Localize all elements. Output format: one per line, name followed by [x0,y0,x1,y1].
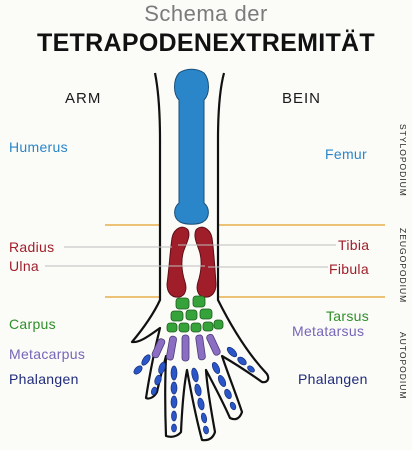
phalanx-bone [154,374,162,386]
ulna-label: Ulna [9,258,39,274]
carpal-bone [170,310,184,322]
metacarpus-label: Metacarpus [9,346,86,362]
ulna-fibula-bone [194,226,217,298]
phalanx-bone [194,383,202,397]
phalanx-bone [133,365,143,375]
carpal-bone [178,322,190,333]
phalanx-bone [211,362,221,374]
metacarpal-bone [206,333,221,356]
diagram-title: Schema der [144,1,268,26]
carpus-label: Carpus [9,316,56,332]
phalanx-bone [191,367,199,383]
phalanx-bone [171,423,177,433]
phalanx-bone [170,381,178,395]
carpal-bone [190,322,202,333]
phalanx-bone [247,365,255,373]
phalanx-bone [226,346,238,358]
carpus-tarsus-bones [166,295,224,333]
arm-phalangen-label: Phalangen [9,371,79,387]
autopodium-label: AUTOPODIUM [398,332,408,400]
phalangen-bones [133,346,255,435]
carpal-bone [185,309,198,321]
phalanx-bone [171,410,177,422]
arm-column-heading: ARM [65,90,102,107]
diagram-subtitle: TETRAPODENEXTREMITÄT [37,29,375,57]
phalanx-bone [203,425,209,435]
phalanx-bone [158,361,166,375]
zeugopodium-label: ZEUGOPODIUM [398,228,408,304]
phalanx-bone [200,412,208,424]
carpal-bone [192,295,206,308]
tibia-label: Tibia [338,237,370,253]
metacarpal-bone [181,334,190,362]
carpal-bone [166,322,178,333]
carpal-bone [199,308,213,320]
humerus-label: Humerus [9,139,68,155]
leg-phalangen-label: Phalangen [298,371,368,387]
leader-lines [45,244,336,268]
fibula-label: Fibula [329,261,369,277]
radius-tibia-bone [166,226,190,298]
metacarpal-bone [166,335,177,361]
phalanx-bone [150,386,158,396]
phalanx-bone [229,401,237,411]
radius-label: Radius [9,239,55,255]
metacarpus-metatarsus-bones [151,333,221,362]
metatarsus-label: Metatarsus [292,323,365,339]
limb-outline [130,72,270,442]
leg-column-heading: BEIN [282,90,322,107]
carpal-bone [202,321,214,332]
phalanx-bone [170,395,178,409]
phalanx-bone [224,388,232,400]
phalanx-bone [170,365,178,381]
carpal-bone [213,319,224,330]
phalanx-bone [141,354,151,366]
tarsus-label: Tarsus [326,308,370,324]
carpal-bone [175,297,190,310]
humerus-femur-bone [174,68,209,225]
metacarpal-bone [151,338,166,359]
phalanx-bone [217,375,227,387]
femur-label: Femur [325,146,367,162]
phalanx-bone [237,356,247,366]
phalanx-bone [197,397,205,411]
stylopodium-label: STYLOPODIUM [398,124,408,197]
metacarpal-bone [195,334,206,361]
